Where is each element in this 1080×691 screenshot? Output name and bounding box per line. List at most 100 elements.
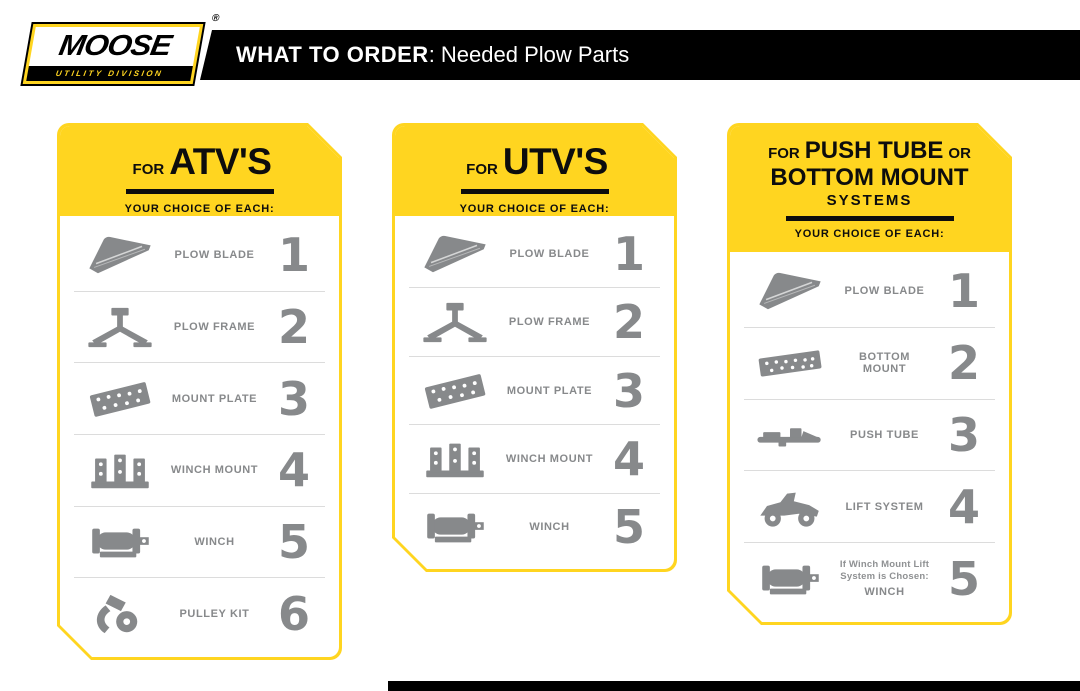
- card-title-text: ATV'S: [169, 141, 272, 182]
- card-subtitle: YOUR CHOICE OF EACH:: [459, 203, 610, 216]
- part-label-group: If Winch Mount Lift System is Chosen:WIN…: [836, 559, 933, 599]
- logo-wordmark: MOOSE: [55, 30, 173, 62]
- part-number: 1: [277, 228, 310, 283]
- part-row: WINCH 5: [409, 493, 660, 561]
- bottom-mount-icon: [744, 340, 836, 386]
- winch-mount-icon: [74, 447, 166, 493]
- part-label-group: PLOW BLADE: [166, 249, 263, 261]
- logo-band: UTILITY DIVISION: [26, 66, 193, 81]
- part-number: 1: [612, 226, 645, 281]
- part-label-group: PULLEY KIT: [166, 608, 263, 620]
- push-tube-icon: [744, 412, 836, 458]
- part-row: PLOW BLADE 1: [744, 256, 995, 327]
- part-label-group: MOUNT PLATE: [501, 385, 598, 397]
- plow-blade-icon: [409, 231, 501, 277]
- part-number: 5: [612, 500, 645, 555]
- part-number: 3: [277, 371, 310, 426]
- part-label: BOTTOM MOUNT: [858, 351, 911, 376]
- header-title: WHAT TO ORDER: [236, 42, 429, 67]
- title-underline: [461, 189, 609, 194]
- footer-bar: [388, 681, 1080, 691]
- part-label: WINCH: [864, 586, 905, 599]
- logo-frame: MOOSE UTILITY DIVISION: [22, 24, 204, 84]
- part-label-group: WINCH: [501, 521, 598, 533]
- title-underline: [786, 216, 954, 221]
- winch-mount-icon: [409, 436, 501, 482]
- plow-frame-icon: [409, 299, 501, 345]
- part-label: PLOW FRAME: [508, 316, 591, 329]
- plow-blade-icon: [744, 268, 836, 314]
- part-label: PUSH TUBE: [850, 428, 919, 441]
- part-label: PULLEY KIT: [179, 607, 250, 620]
- part-row: MOUNT PLATE 3: [74, 362, 325, 434]
- part-number: 3: [947, 407, 980, 462]
- part-label: PLOW BLADE: [844, 285, 925, 298]
- part-number: 4: [612, 431, 645, 486]
- part-number: 5: [277, 515, 310, 570]
- card-title-text: SYSTEMS: [826, 191, 913, 209]
- part-label: MOUNT PLATE: [506, 384, 593, 397]
- card-title-line: BOTTOM MOUNT: [730, 165, 1009, 192]
- part-label: MOUNT PLATE: [171, 392, 258, 405]
- title-underline: [126, 189, 274, 194]
- part-number: 3: [612, 363, 645, 418]
- part-number: 6: [277, 586, 310, 641]
- part-row: PLOW BLADE 1: [74, 220, 325, 291]
- part-number: 2: [947, 336, 980, 391]
- card-title-text: OR: [948, 145, 971, 162]
- header-bar: WHAT TO ORDER: Needed Plow Parts: [200, 30, 1080, 80]
- header-subtitle: : Needed Plow Parts: [428, 42, 630, 67]
- part-row: BOTTOM MOUNT 2: [744, 327, 995, 399]
- lift-system-icon: [744, 484, 836, 530]
- winch-icon: [74, 519, 166, 565]
- part-label-group: PUSH TUBE: [836, 429, 933, 441]
- mount-plate-icon: [74, 376, 166, 422]
- plow-frame-icon: [74, 304, 166, 350]
- part-number: 2: [277, 300, 310, 354]
- card-title-text: FOR: [466, 161, 498, 178]
- winch-icon: [744, 556, 836, 602]
- part-row: If Winch Mount Lift System is Chosen:WIN…: [744, 542, 995, 614]
- winch-icon: [409, 504, 501, 550]
- part-label: LIFT SYSTEM: [845, 500, 924, 513]
- part-label-group: PLOW FRAME: [166, 321, 263, 333]
- part-row: PULLEY KIT 6: [74, 577, 325, 649]
- part-label-group: LIFT SYSTEM: [836, 501, 933, 513]
- part-row: PLOW FRAME 2: [74, 291, 325, 363]
- part-label-group: BOTTOM MOUNT: [836, 351, 933, 375]
- part-number: 4: [277, 443, 310, 498]
- part-label: WINCH: [194, 536, 235, 549]
- part-label: PLOW BLADE: [174, 249, 255, 262]
- part-label-group: PLOW BLADE: [836, 285, 933, 297]
- part-row: PLOW BLADE 1: [409, 220, 660, 287]
- part-number: 1: [947, 264, 980, 319]
- card-subtitle: YOUR CHOICE OF EACH:: [794, 227, 945, 240]
- part-row: WINCH 5: [74, 506, 325, 578]
- part-row: PUSH TUBE 3: [744, 399, 995, 471]
- part-label: PLOW FRAME: [173, 321, 256, 333]
- card-title-line: SYSTEMS: [730, 192, 1009, 210]
- part-label: WINCH MOUNT: [170, 464, 259, 477]
- part-label-group: WINCH: [166, 536, 263, 548]
- part-label: PLOW BLADE: [509, 247, 590, 260]
- mount-plate-icon: [409, 368, 501, 414]
- card-title-text: PUSH TUBE: [804, 137, 944, 164]
